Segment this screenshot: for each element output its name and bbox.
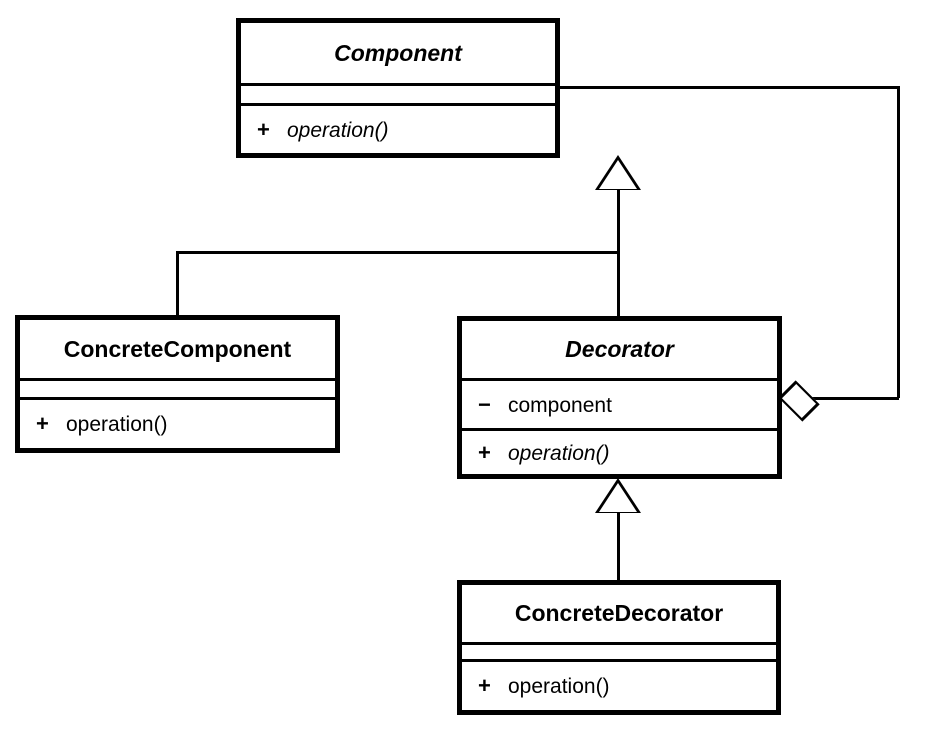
- operations-compartment-component: + operation(): [241, 103, 555, 153]
- operation-row-component-operation: + operation(): [241, 117, 389, 143]
- generalization-drop-concrete-component: [176, 251, 179, 317]
- visibility-marker: −: [478, 391, 491, 417]
- attribute-row-decorator-component: − component: [462, 392, 612, 418]
- aggregation-diamond-icon: [778, 380, 820, 422]
- class-name-compartment-decorator: Decorator: [462, 321, 777, 378]
- visibility-marker: +: [257, 116, 270, 142]
- class-name-compartment-component: Component: [241, 23, 555, 83]
- operation-label: operation(): [508, 675, 610, 698]
- class-name-decorator: Decorator: [565, 336, 674, 362]
- class-name-compartment-concrete-decorator: ConcreteDecorator: [462, 585, 776, 642]
- operation-label: operation(): [508, 441, 610, 465]
- class-name-concrete-component: ConcreteComponent: [63, 335, 292, 362]
- generalization-line-concrete-decorator: [617, 511, 620, 582]
- operation-label: operation(): [66, 413, 168, 436]
- class-box-decorator[interactable]: Decorator − component + operation(): [457, 316, 782, 479]
- operations-compartment-concrete-component: + operation(): [20, 397, 335, 448]
- attributes-compartment-component: [241, 83, 555, 103]
- visibility-marker: +: [478, 439, 491, 465]
- operation-row-decorator-operation: + operation(): [462, 440, 610, 466]
- visibility-marker: +: [36, 411, 49, 436]
- operations-compartment-concrete-decorator: + operation(): [462, 659, 776, 710]
- class-name-component: Component: [334, 39, 462, 66]
- aggregation-line-horizontal-bottom: [808, 397, 899, 400]
- aggregation-line-horizontal-top: [558, 86, 900, 89]
- visibility-marker: +: [478, 673, 491, 698]
- attribute-label: component: [508, 393, 612, 417]
- attributes-compartment-concrete-decorator: [462, 642, 776, 659]
- class-box-concrete-component[interactable]: ConcreteComponent + operation(): [15, 315, 340, 453]
- attributes-compartment-decorator: − component: [462, 378, 777, 428]
- class-name-compartment-concrete-component: ConcreteComponent: [20, 320, 335, 378]
- attributes-compartment-concrete-component: [20, 378, 335, 397]
- class-box-component[interactable]: Component + operation(): [236, 18, 560, 158]
- class-name-concrete-decorator: ConcreteDecorator: [514, 600, 724, 626]
- operation-row-concrete-decorator-operation: + operation(): [462, 673, 610, 699]
- operation-row-concrete-component-operation: + operation(): [20, 411, 168, 437]
- generalization-riser-component: [617, 188, 620, 253]
- operation-label: operation(): [287, 118, 389, 142]
- operations-compartment-decorator: + operation(): [462, 428, 777, 474]
- aggregation-line-vertical: [897, 86, 900, 398]
- generalization-drop-decorator: [617, 251, 620, 317]
- generalization-bus: [176, 251, 620, 254]
- class-box-concrete-decorator[interactable]: ConcreteDecorator + operation(): [457, 580, 781, 715]
